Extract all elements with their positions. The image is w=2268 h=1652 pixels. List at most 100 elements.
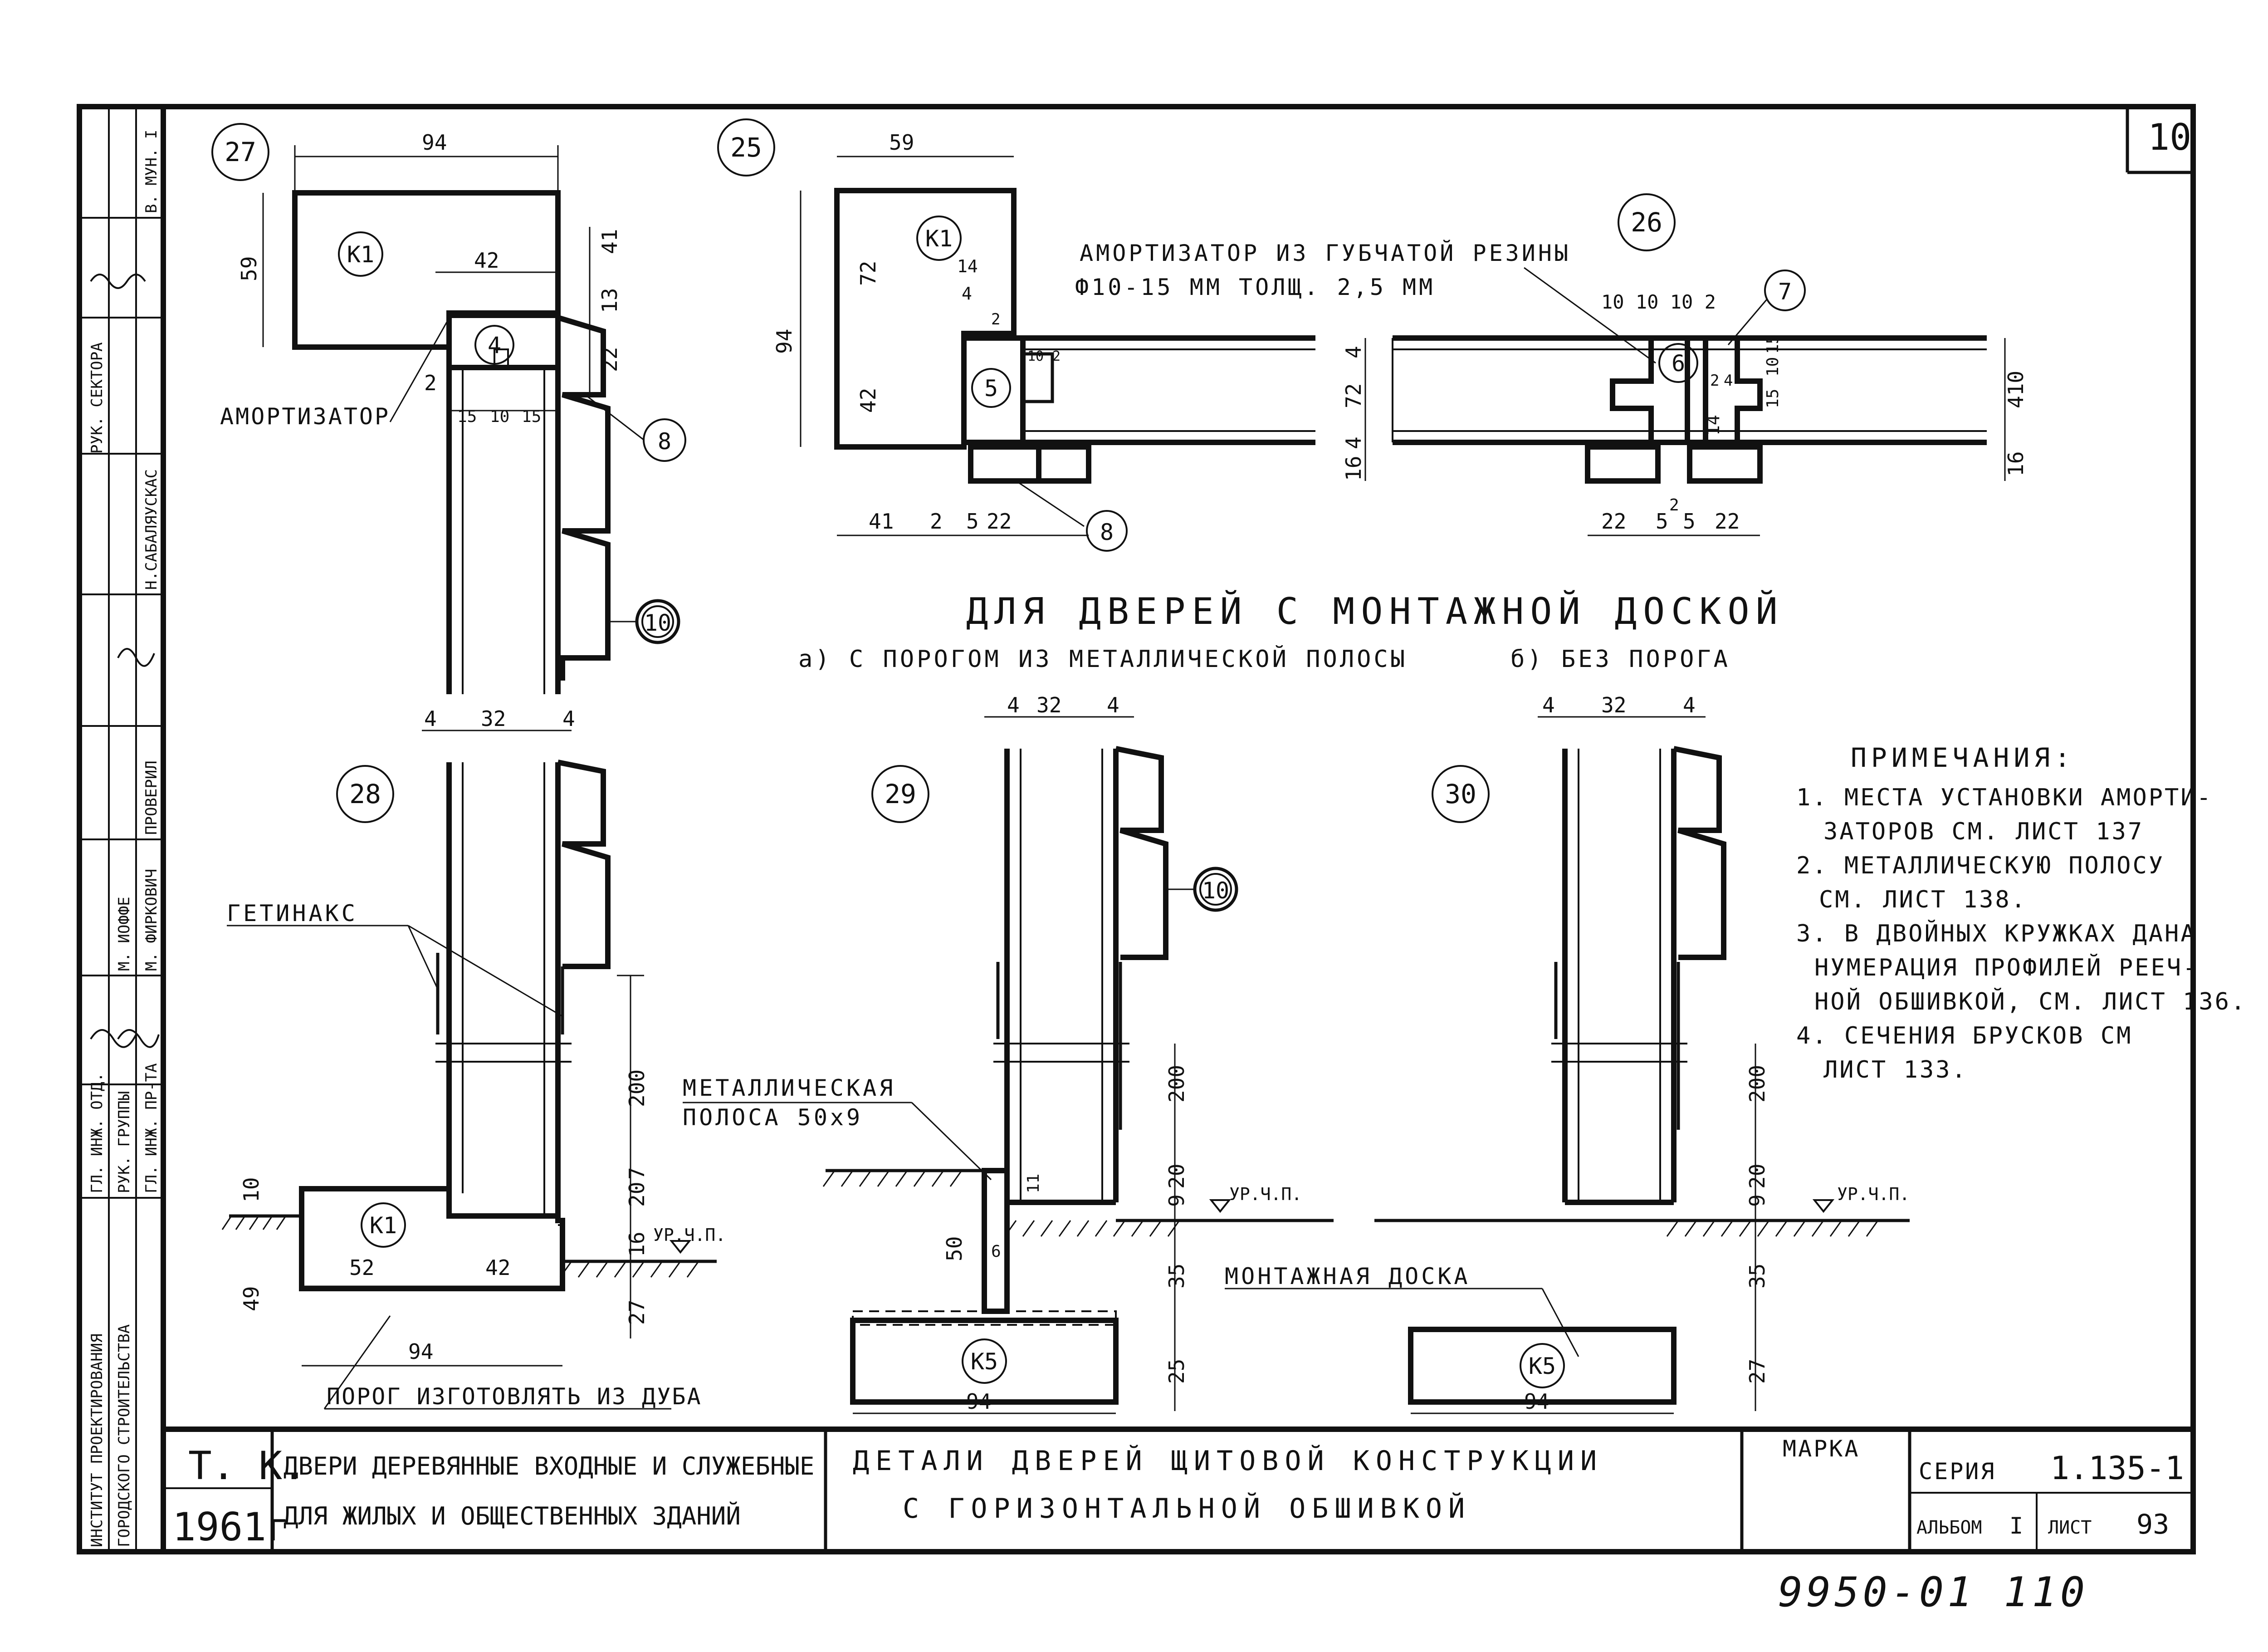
sheet-label: ЛИСТ [2048,1517,2092,1538]
svg-text:4: 4 [562,706,575,731]
label-amortizator: АМОРТИЗАТОР [220,403,390,430]
svg-text:72: 72 [856,261,880,286]
svg-text:10: 10 [1764,357,1782,377]
svg-text:8: 8 [1100,519,1114,545]
svg-text:К5: К5 [1529,1353,1556,1379]
svg-text:25: 25 [730,132,762,163]
svg-text:26: 26 [1631,207,1662,238]
dim-label: 94 [422,130,447,155]
svg-text:27: 27 [1745,1359,1769,1384]
svg-text:14: 14 [1703,415,1723,436]
svg-text:5: 5 [1683,509,1696,534]
svg-text:5: 5 [966,509,979,534]
svg-text:ПОЛОСА 50х9: ПОЛОСА 50х9 [683,1104,863,1131]
project-title-line2: ДЛЯ ЖИЛЫХ И ОБЩЕСТВЕННЫХ ЗДАНИЙ [284,1502,741,1530]
svg-text:7: 7 [625,1167,649,1180]
detail-25: 25 59 К1 94 72 42 14 4 2 5 10 2 8 41 2 5… [717,118,1315,552]
svg-text:59: 59 [237,256,261,281]
metal-strip [982,1168,1010,1314]
signature [117,1029,160,1048]
svg-text:4: 4 [1683,693,1696,717]
svg-text:94: 94 [408,1339,433,1364]
stamp-entry: РУК. СЕКТОРА [88,342,106,454]
svg-text:10: 10 [490,407,509,426]
svg-text:72: 72 [1341,383,1366,408]
detail-marker [336,765,394,823]
stamp-entry: ГОРОДСКОГО СТРОИТЕЛЬСТВА [115,1324,133,1547]
stamp-column: В. МУН. I РУК. СЕКТОРА Н.САБАЛЯУСКАС ПРО… [79,107,163,1552]
svg-text:16: 16 [2004,451,2028,476]
detail-27: 27 94 К1 59 42 4 41 13 22 2 15 [211,123,686,694]
svg-text:ЗАТОРОВ СМ. ЛИСТ 137: ЗАТОРОВ СМ. ЛИСТ 137 [1823,818,2144,845]
svg-text:2: 2 [930,509,943,534]
svg-text:25: 25 [1164,1359,1189,1384]
stamp-entry: РУК. ГРУППЫ [115,1091,133,1193]
svg-text:11: 11 [1024,1174,1043,1193]
svg-text:22: 22 [1715,509,1740,534]
svg-text:94: 94 [1524,1389,1549,1414]
svg-text:20: 20 [625,1182,649,1207]
notes-block: ПРИМЕЧАНИЯ: 1. МЕСТА УСТАНОВКИ АМОРТИ- З… [1796,742,2245,1083]
svg-text:41: 41 [869,509,894,534]
svg-text:15: 15 [522,407,541,426]
album-label: АЛЬБОМ [1916,1517,1982,1538]
svg-text:10: 10 [1027,348,1044,364]
series-label: СЕРИЯ [1919,1458,1996,1485]
detail-marker [871,765,929,823]
svg-text:2: 2 [1052,348,1061,364]
k5-board [850,1318,1119,1405]
svg-text:9: 9 [1745,1194,1769,1207]
svg-text:28: 28 [349,779,381,809]
svg-text:2: 2 [1669,496,1679,515]
stamp-entry: М. ИОФФЕ [115,897,133,971]
detail-28: 28 4 32 4 ГЕТИНАКС К1 52 42 94 10 49 [221,706,726,1410]
svg-text:4: 4 [1724,372,1733,390]
subheading-b: б) БЕЗ ПОРОГА [1510,646,1730,673]
title-block: Т. К. 1961г ДВЕРИ ДЕРЕВЯННЫЕ ВХОДНЫЕ И С… [163,1427,2193,1552]
svg-text:200: 200 [1164,1065,1189,1103]
detail-marker [1618,193,1676,251]
stamp-entry: В. МУН. I [142,130,161,213]
detail-marker [1432,765,1490,823]
cladding-profile [557,315,611,681]
svg-text:200: 200 [1745,1065,1769,1103]
profile-6: 6 [1672,350,1685,377]
k1-threshold [299,1186,565,1291]
svg-text:10 10 10 2: 10 10 10 2 [1601,291,1716,313]
svg-text:3. В ДВОЙНЫХ КРУЖКАХ ДАНА: 3. В ДВОЙНЫХ КРУЖКАХ ДАНА [1796,920,2197,947]
signature [90,274,146,289]
svg-text:20: 20 [1745,1164,1769,1189]
svg-text:42: 42 [485,1255,510,1280]
svg-text:Ф10-15 ММ ТОЛЩ. 2,5 ММ: Ф10-15 ММ ТОЛЩ. 2,5 ММ [1075,274,1435,300]
svg-text:15: 15 [457,407,477,426]
series-value: 1.135-1 [2050,1450,2184,1487]
drawing-title-line1: ДЕТАЛИ ДВЕРЕЙ ЩИТОВОЙ КОНСТРУКЦИИ [853,1444,1603,1477]
sheet-frame [77,104,2196,1554]
archive-number: 9950-01 110 [1778,1569,2088,1616]
profile-5: 5 [984,375,998,402]
svg-text:22: 22 [987,509,1012,534]
svg-text:15: 15 [1764,389,1782,408]
svg-text:16: 16 [625,1232,649,1257]
label-metal-strip: МЕТАЛЛИЧЕСКАЯ [683,1075,895,1101]
stamp-entry: ГЛ. ИНЖ. ПР-ТА [142,1063,161,1193]
svg-text:6: 6 [991,1242,1001,1261]
svg-text:УР.Ч.П.: УР.Ч.П. [1837,1184,1910,1204]
label-threshold-oak: ПОРОГ ИЗГОТОВЛЯТЬ ИЗ ДУБА [327,1383,702,1410]
svg-text:20: 20 [1164,1164,1189,1189]
svg-text:9: 9 [1164,1194,1189,1207]
svg-text:4: 4 [1107,693,1119,717]
profile-k1: К1 [347,241,374,268]
svg-text:10: 10 [1202,877,1229,904]
stamp-entry: ПРОВЕРИЛ [142,760,161,835]
svg-text:15: 15 [1764,334,1782,354]
svg-text:29: 29 [885,779,916,809]
svg-text:52: 52 [349,1255,374,1280]
svg-text:2. МЕТАЛЛИЧЕСКУЮ ПОЛОСУ: 2. МЕТАЛЛИЧЕСКУЮ ПОЛОСУ [1796,852,2165,879]
profile-8: 8 [658,428,671,455]
svg-text:4: 4 [1341,436,1366,449]
detail-26: 26 АМОРТИЗАТОР ИЗ ГУБЧАТОЙ РЕЗИНЫ Ф10-15… [1075,193,2028,536]
svg-text:УР.Ч.П.: УР.Ч.П. [1229,1184,1302,1204]
